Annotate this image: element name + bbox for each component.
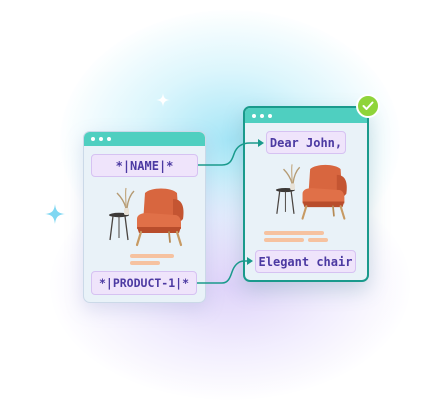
- window-dot: [252, 113, 256, 118]
- sparkle-icon: [156, 93, 170, 107]
- window-titlebar: [245, 108, 367, 123]
- merge-tag-product: *|PRODUCT-1|*: [91, 271, 197, 295]
- product-name-text: Elegant chair: [255, 250, 356, 273]
- connector-product-to-name: [197, 257, 253, 284]
- armchair-image: [275, 164, 347, 220]
- check-circle-icon: [356, 94, 380, 118]
- window-dot: [268, 113, 272, 118]
- window-dot: [260, 113, 264, 118]
- window-dot: [107, 137, 111, 141]
- sparkle-icon: [45, 204, 65, 224]
- greeting-text: Dear John,: [266, 131, 346, 154]
- window-dot: [91, 137, 95, 141]
- merge-tag-name: *|NAME|*: [91, 154, 198, 177]
- armchair-image: [109, 187, 184, 247]
- window-titlebar: [84, 132, 205, 146]
- connector-name-to-greeting: [198, 139, 264, 166]
- window-dot: [99, 137, 103, 141]
